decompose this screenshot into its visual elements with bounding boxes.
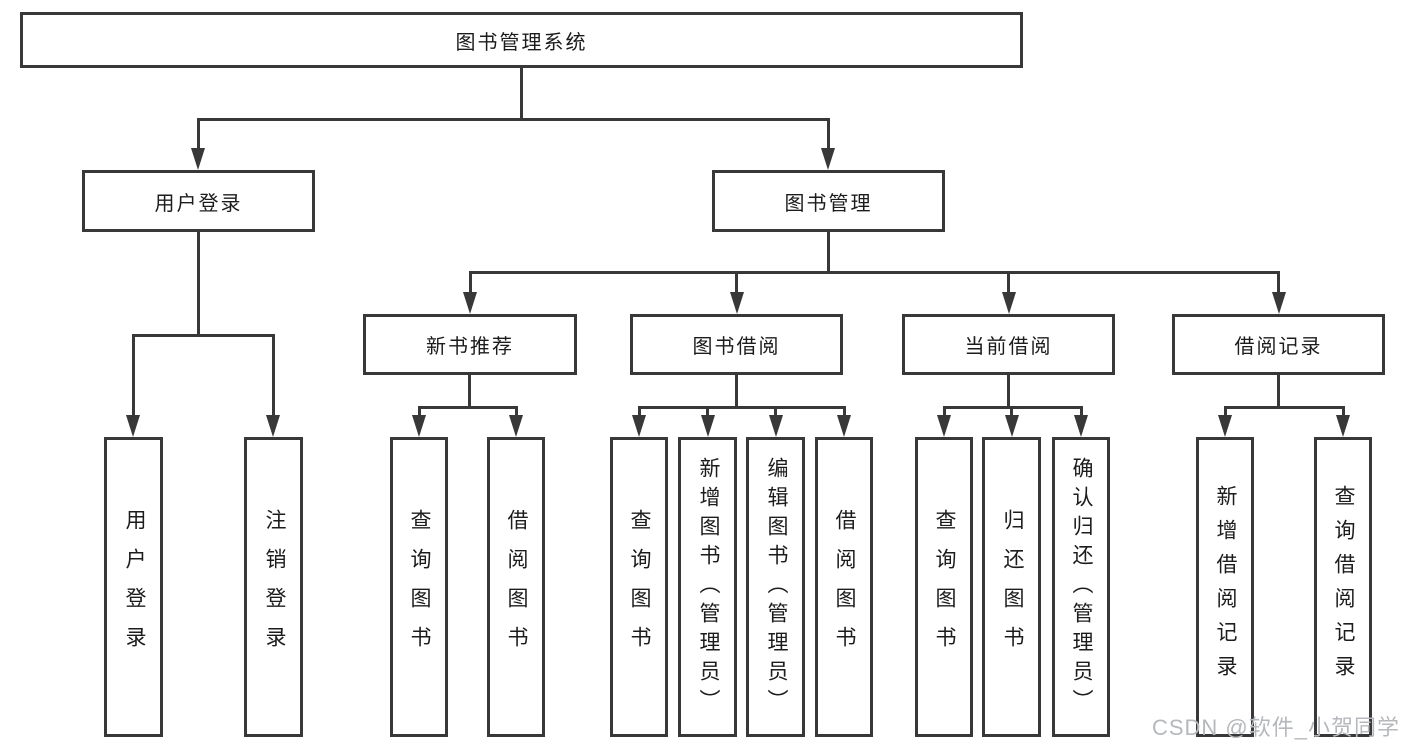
connector-borrow-drop-3 <box>774 406 777 417</box>
connector-mgmt-bus <box>469 271 1280 274</box>
connector-records-drop-2 <box>1342 406 1345 417</box>
csdn-watermark: CSDN @软件_小贺同学 <box>1151 715 1400 740</box>
connector-newbook-drop-2 <box>515 406 518 417</box>
leaf-records-query-record: 查询借阅记录 <box>1314 437 1372 737</box>
leaf-current-confirm-return-admin: 确认归还（管理员） <box>1052 437 1110 737</box>
connector-root-to-login <box>197 118 200 150</box>
connector-borrow-drop-4 <box>843 406 846 417</box>
connector-records-stem <box>1277 375 1280 408</box>
arrow-current-return <box>1005 415 1019 437</box>
leaf-borrow-query-books: 查询图书 <box>610 437 668 737</box>
arrow-newbook-borrow <box>509 415 523 437</box>
arrow-to-new-books <box>463 292 477 314</box>
connector-current-drop-1 <box>943 406 946 417</box>
connector-login-drop-1 <box>132 334 135 415</box>
arrow-records-add <box>1218 415 1232 437</box>
connector-root-bus <box>197 118 830 121</box>
connector-borrow-drop-1 <box>638 406 641 417</box>
node-current-borrowing: 当前借阅 <box>902 314 1115 375</box>
node-library-system: 图书管理系统 <box>20 12 1023 68</box>
connector-root-stem <box>520 68 523 119</box>
arrow-borrow-edit <box>769 415 783 437</box>
arrow-borrow-query <box>632 415 646 437</box>
arrow-borrow-borrow <box>837 415 851 437</box>
node-book-management: 图书管理 <box>712 170 945 232</box>
connector-root-to-mgmt <box>827 118 830 150</box>
connector-borrow-drop-2 <box>706 406 709 417</box>
connector-newbook-bus <box>418 406 517 409</box>
connector-current-drop-2 <box>1010 406 1013 417</box>
arrow-records-query <box>1336 415 1350 437</box>
node-user-login: 用户登录 <box>82 170 315 232</box>
node-book-borrowing: 图书借阅 <box>630 314 843 375</box>
leaf-borrow-add-books-admin: 新增图书（管理员） <box>678 437 737 737</box>
connector-mgmt-drop-3 <box>1007 271 1010 294</box>
node-borrowing-records: 借阅记录 <box>1172 314 1385 375</box>
leaf-newbook-query-books: 查询图书 <box>390 437 448 737</box>
connector-records-bus <box>1224 406 1344 409</box>
leaf-user-login: 用户登录 <box>104 437 163 737</box>
connector-mgmt-drop-4 <box>1277 271 1280 294</box>
arrow-to-records <box>1272 292 1286 314</box>
node-new-book-recommend: 新书推荐 <box>363 314 577 375</box>
arrow-to-leaf-login <box>126 415 140 437</box>
connector-current-drop-3 <box>1080 406 1083 417</box>
connector-borrow-stem <box>735 375 738 408</box>
leaf-newbook-borrow-books: 借阅图书 <box>487 437 545 737</box>
arrow-to-current <box>1002 292 1016 314</box>
connector-login-bus <box>132 334 275 337</box>
connector-newbook-stem <box>468 375 471 408</box>
connector-mgmt-drop-2 <box>735 271 738 294</box>
arrow-to-user-login <box>191 148 205 170</box>
connector-mgmt-stem <box>827 232 830 274</box>
leaf-records-add-record: 新增借阅记录 <box>1196 437 1254 737</box>
connector-current-stem <box>1007 375 1010 408</box>
arrow-borrow-add <box>701 415 715 437</box>
leaf-borrow-borrow-books: 借阅图书 <box>815 437 873 737</box>
connector-newbook-drop-1 <box>418 406 421 417</box>
connector-login-stem <box>197 232 200 336</box>
arrow-current-query <box>937 415 951 437</box>
arrow-to-borrowing <box>730 292 744 314</box>
arrow-to-book-mgmt <box>821 148 835 170</box>
connector-borrow-bus <box>638 406 846 409</box>
leaf-current-return-books: 归还图书 <box>982 437 1041 737</box>
leaf-logout: 注销登录 <box>244 437 303 737</box>
leaf-current-query-books: 查询图书 <box>915 437 973 737</box>
leaf-borrow-edit-books-admin: 编辑图书（管理员） <box>746 437 805 737</box>
arrow-current-confirm <box>1074 415 1088 437</box>
connector-records-drop-1 <box>1224 406 1227 417</box>
arrow-newbook-query <box>412 415 426 437</box>
connector-login-drop-2 <box>272 334 275 415</box>
connector-mgmt-drop-1 <box>469 271 472 294</box>
arrow-to-leaf-logout <box>266 415 280 437</box>
